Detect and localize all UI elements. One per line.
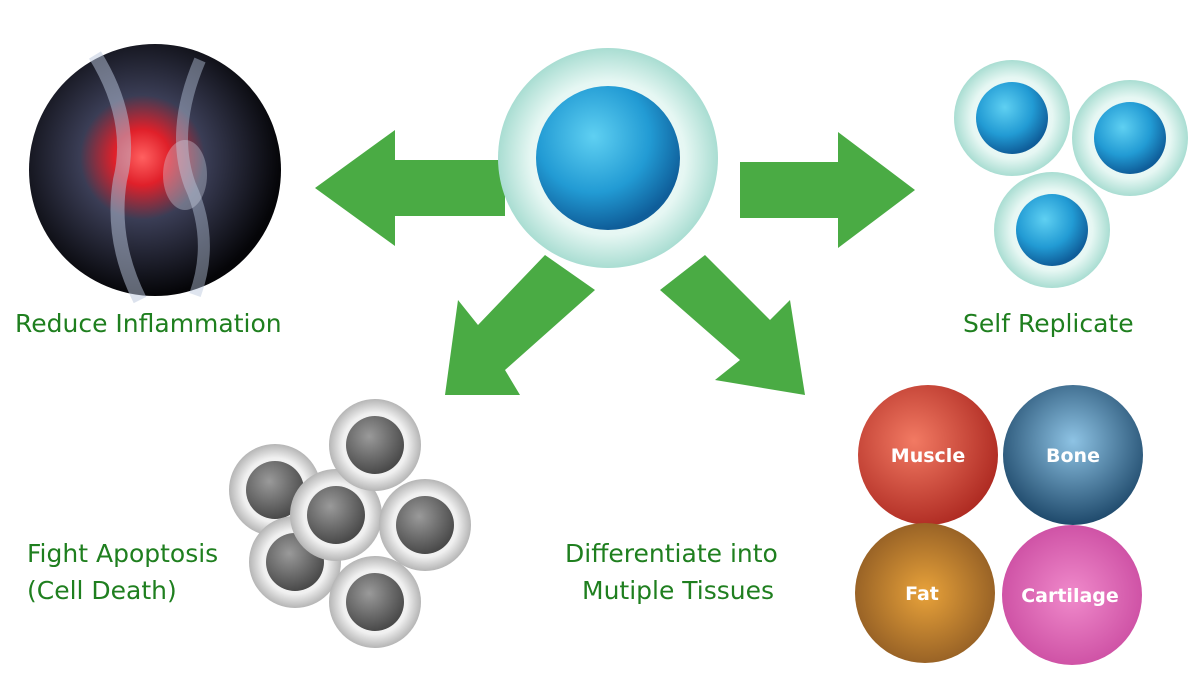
arrow-right [740,132,915,248]
tissue-label-fat: Fat [905,583,939,605]
tissue-bone: Bone [1003,385,1143,525]
replicated-cells [954,60,1188,288]
tissue-label-cartilage: Cartilage [1021,585,1119,607]
tissue-label-bone: Bone [1046,445,1100,467]
arrows [315,130,915,395]
label-self-replicate: Self Replicate [963,309,1134,338]
label-fight-apoptosis: Fight Apoptosis [27,539,219,568]
tissue-label-muscle: Muscle [891,445,965,467]
tissue-muscle: Muscle [858,385,998,525]
knee-inflammation-image [29,44,281,304]
label-cell-death: (Cell Death) [27,576,177,605]
tissue-cartilage: Cartilage [1002,525,1142,665]
tissue-fat: Fat [855,523,995,663]
arrow-down-right [660,255,805,395]
label-differentiate: Differentiate into [565,539,778,568]
apoptosis-cells [229,399,471,648]
label-multiple-tissues: Mutiple Tissues [582,576,775,605]
arrow-down-left [445,255,595,395]
arrow-left [315,130,505,246]
label-reduce-inflammation: Reduce Inflammation [15,309,282,338]
central-stem-cell [498,48,718,268]
